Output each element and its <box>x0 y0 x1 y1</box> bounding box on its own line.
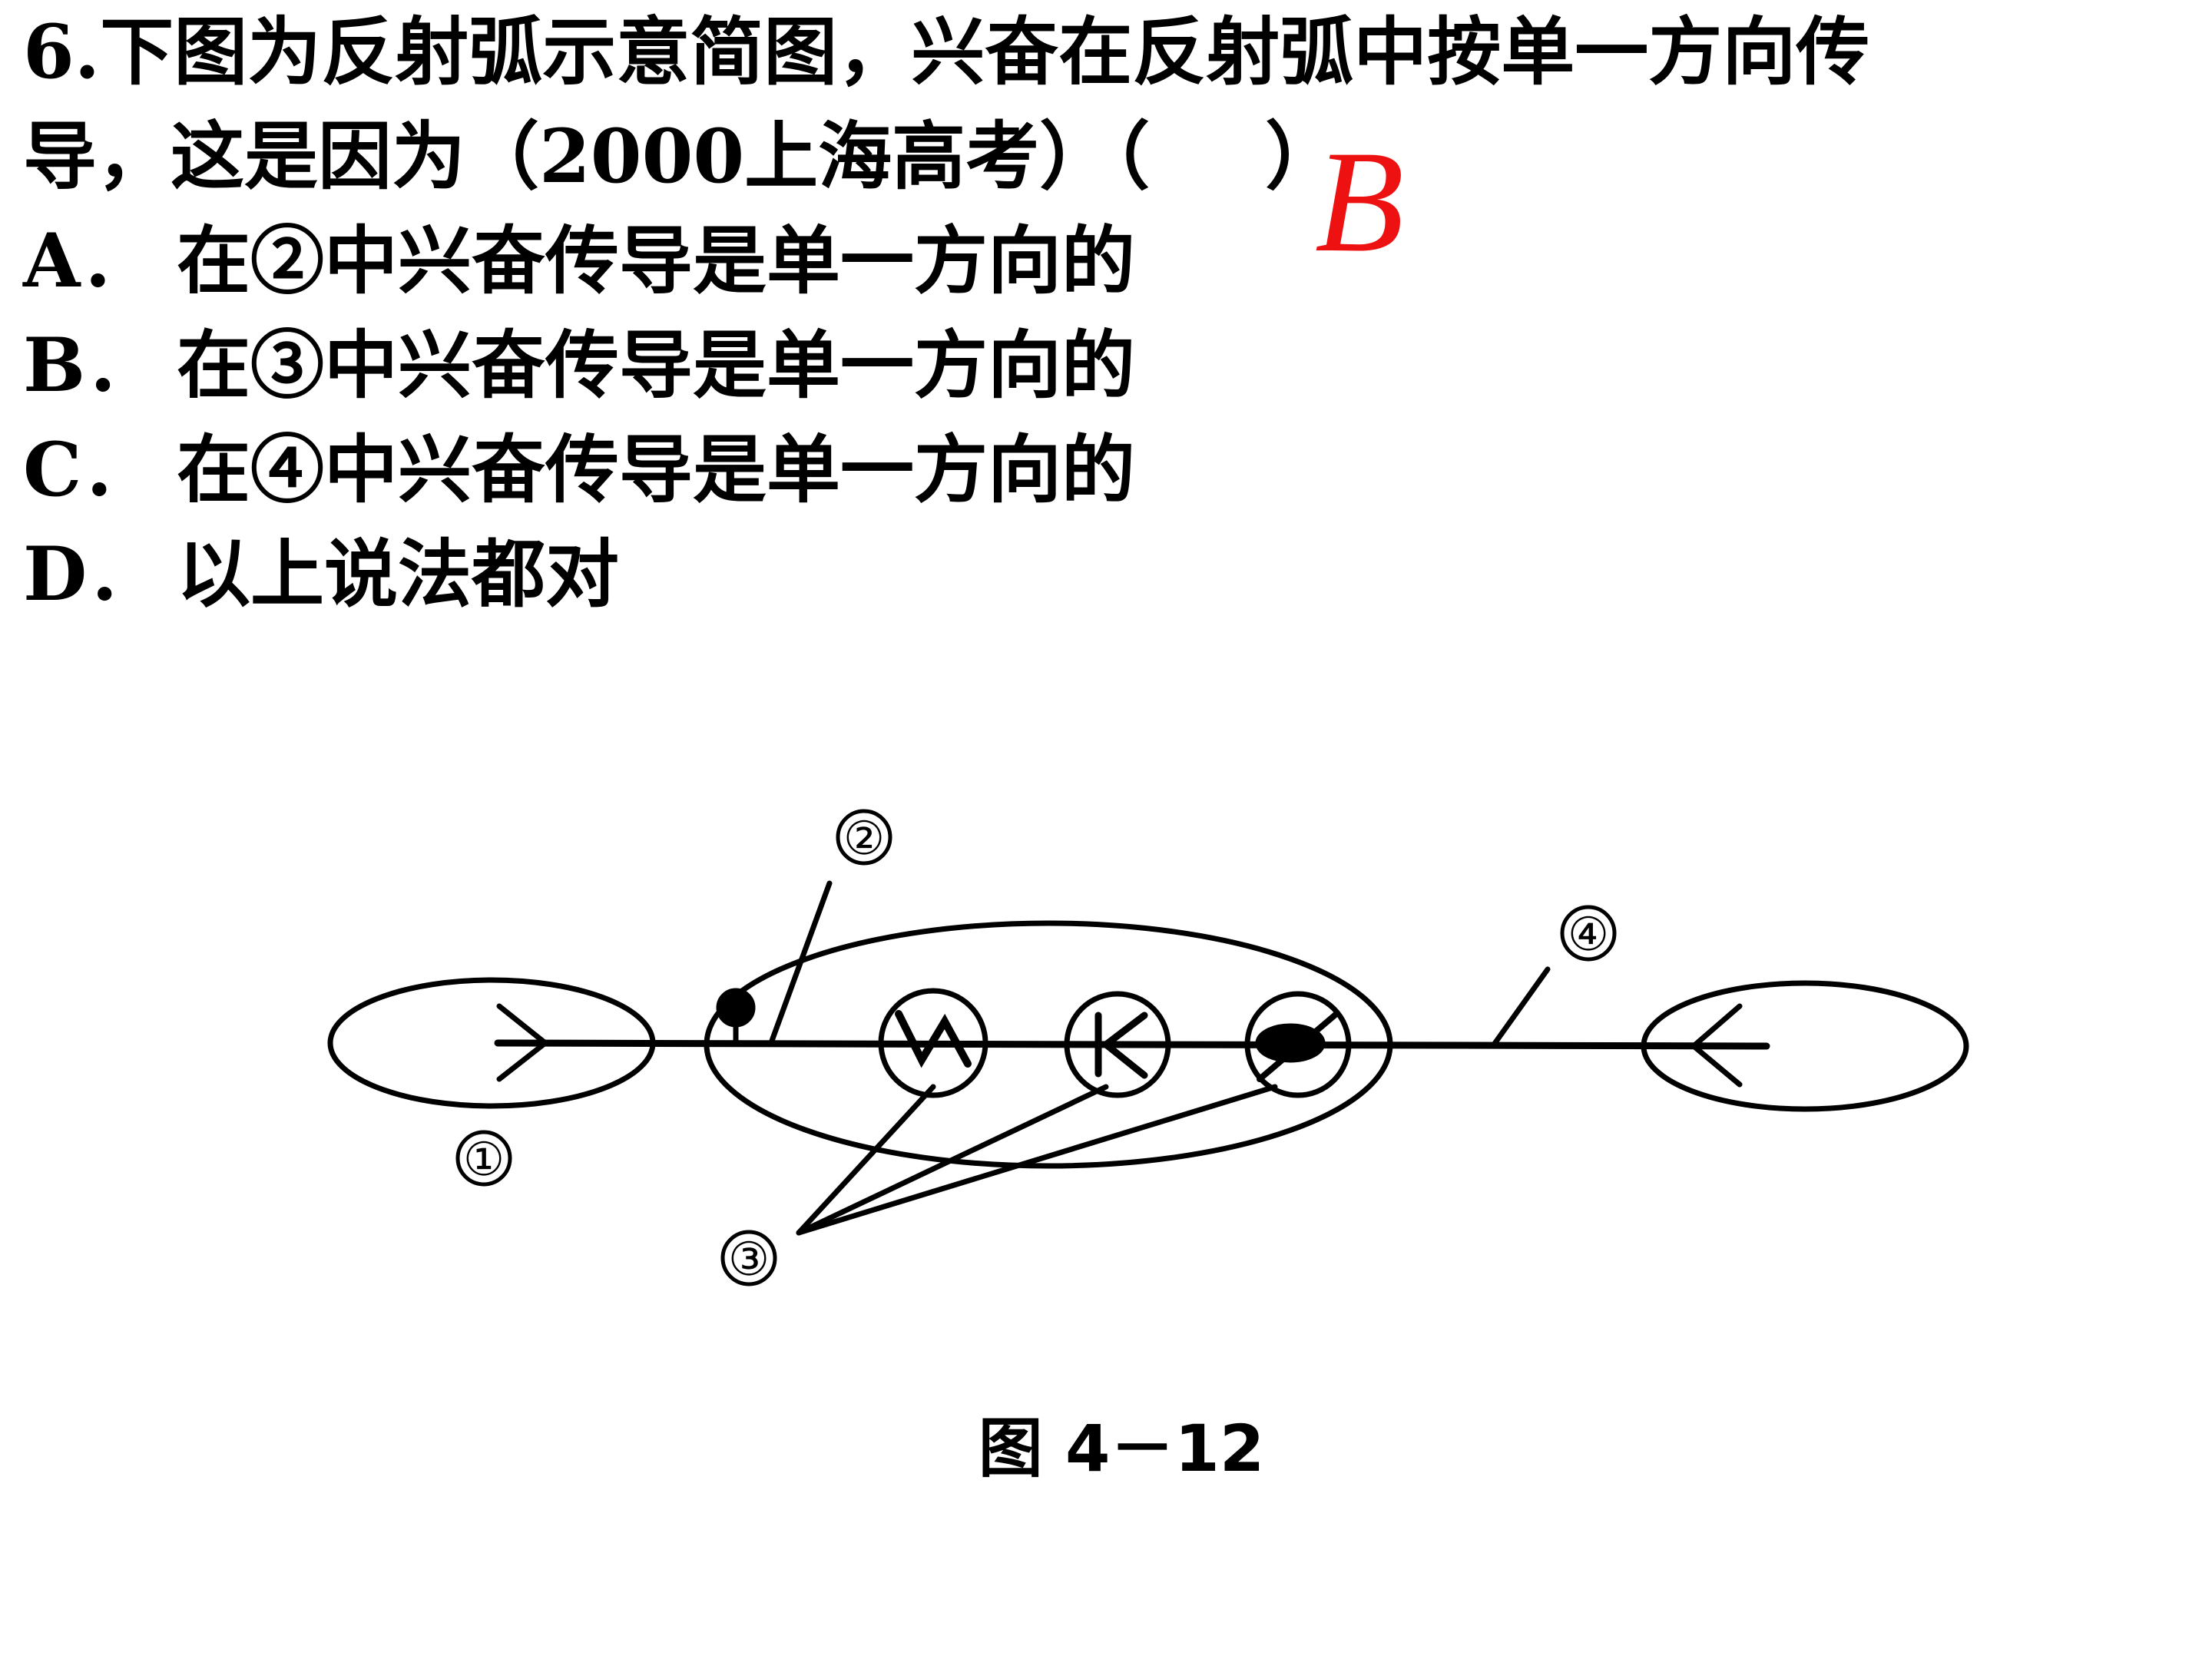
synapse-3-slash <box>1257 1011 1339 1082</box>
pointer-3b <box>796 1084 1109 1236</box>
synapse-1-mark <box>895 1010 972 1068</box>
question-close-paren: ） <box>1265 113 1339 200</box>
option-b-label: B． <box>23 322 160 409</box>
pointer-2 <box>769 880 833 1044</box>
option-d-text: 以上说法都对 <box>177 531 619 618</box>
question-block: 6.下图为反射弧示意简图，兴奋在反射弧中按单一方向传 导，这是因为（2000上海… <box>23 0 2189 627</box>
label-circle-4 <box>1560 905 1617 962</box>
option-c[interactable]: C．在④中兴奋传导是单一方向的 <box>23 418 2189 522</box>
label-4: ④ <box>1568 908 1609 962</box>
receptor-arrow <box>496 1003 550 1082</box>
label-3: ③ <box>728 1233 770 1286</box>
figure-caption: 图 4－12 <box>979 1411 1265 1486</box>
question-stem-text: 导，这是因为（2000上海高考）（ <box>23 113 1151 200</box>
pointer-3c <box>796 1084 1278 1236</box>
synapse-1 <box>878 988 988 1098</box>
label-1: ① <box>463 1133 505 1187</box>
option-d-label: D． <box>23 531 161 618</box>
option-c-text: 在④中兴奋传导是单一方向的 <box>177 426 1135 513</box>
option-b[interactable]: B．在③中兴奋传导是单一方向的 <box>23 313 2189 418</box>
synapse-3 <box>1244 991 1352 1098</box>
question-stem-line1: 6.下图为反射弧示意简图，兴奋在反射弧中按单一方向传 <box>23 8 1870 95</box>
answer-mark: B <box>1315 121 1405 283</box>
pointer-4 <box>1491 966 1551 1048</box>
label-circle-1 <box>455 1130 512 1187</box>
synapse-2-mark <box>1100 1012 1148 1079</box>
synapse-3-mark <box>1255 1023 1326 1063</box>
synapse-2 <box>1064 991 1171 1098</box>
label-circle-3 <box>720 1230 777 1286</box>
label-2: ② <box>843 812 885 866</box>
effector-arrow <box>1689 1003 1743 1088</box>
label-circle-2 <box>836 809 892 866</box>
question-stem-line2: 导，这是因为（2000上海高考）（ ） <box>23 104 2189 209</box>
option-b-text: 在③中兴奋传导是单一方向的 <box>177 322 1135 409</box>
pointer-3a <box>796 1084 936 1236</box>
option-a-label: A． <box>23 217 154 304</box>
option-a-text: 在②中兴奋传导是单一方向的 <box>177 217 1135 304</box>
nerve-fiber-line <box>494 1039 1770 1050</box>
option-d[interactable]: D．以上说法都对 <box>23 522 2189 627</box>
option-c-label: C． <box>23 426 156 513</box>
option-a[interactable]: A． 在②中兴奋传导是单一方向的 <box>23 209 2189 313</box>
